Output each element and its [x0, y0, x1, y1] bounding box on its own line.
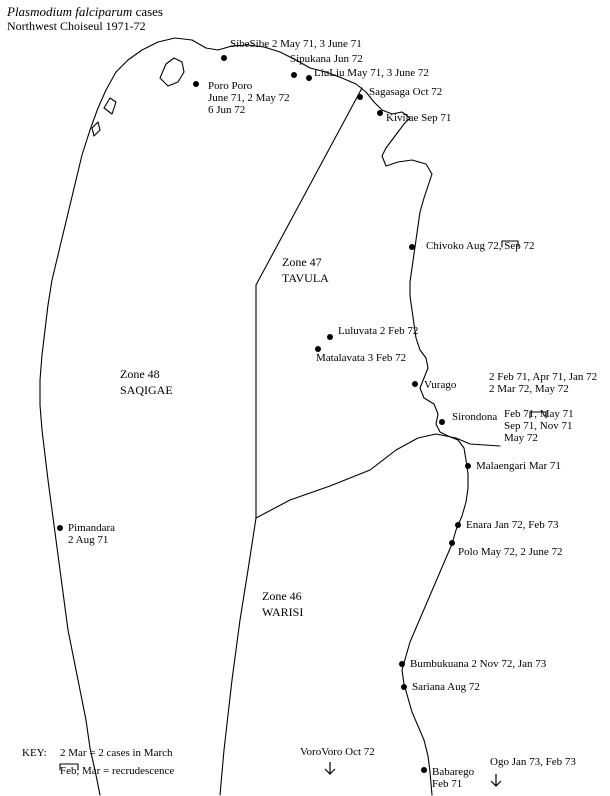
dot-bumbukuana — [399, 661, 405, 667]
dot-liuliu — [306, 75, 312, 81]
bracket-chivoko — [501, 240, 519, 248]
label-vurago-dates: 2 Feb 71, Apr 71, Jan 72 2 Mar 72, May 7… — [489, 371, 598, 395]
label-vorovoro: VoroVoro Oct 72 — [300, 746, 375, 758]
dot-enara — [455, 522, 461, 528]
dot-pimandara — [57, 525, 63, 531]
label-sariana: Sariana Aug 72 — [412, 681, 480, 693]
bracket-key — [59, 763, 79, 771]
dot-sagasaga — [357, 94, 363, 100]
label-liuliu: LiuLiu May 71, 3 June 72 — [314, 67, 429, 79]
village-dots — [57, 55, 471, 773]
label-enara: Enara Jan 72, Feb 73 — [466, 519, 559, 531]
label-sirondona-dates: Feb 71, May 71 Sep 71, Nov 71 May 72 — [504, 408, 574, 444]
dot-chivoko — [409, 244, 415, 250]
boundary-west-east — [255, 433, 501, 519]
dot-sariana — [401, 684, 407, 690]
arrows — [324, 762, 502, 787]
label-chivoko: Chivoko Aug 72, Sep 72 — [426, 240, 535, 252]
map-title: Plasmodium falciparum cases — [7, 4, 163, 19]
dot-vurago — [412, 381, 418, 387]
label-ogo: Ogo Jan 73, Feb 73 — [490, 756, 576, 768]
label-kivilae: Kivilae Sep 71 — [386, 112, 452, 124]
dot-sirondona — [439, 419, 445, 425]
bracket-sirondona — [529, 411, 547, 419]
dot-sibesibe — [221, 55, 227, 61]
dot-babarego — [421, 767, 427, 773]
map-subtitle: Northwest Choiseul 1971-72 — [7, 19, 146, 33]
label-poroporo: Poro Poro June 71, 2 May 72 6 Jun 72 — [208, 80, 290, 116]
boundary-46-48 — [219, 517, 257, 796]
island-west-2 — [91, 121, 101, 137]
label-sipukana: Sipukana Jun 72 — [290, 53, 363, 65]
key-line-2: Feb, Mar = recrudescence — [60, 765, 175, 777]
boundary-47-north — [255, 87, 363, 286]
label-matalavata: Matalavata 3 Feb 72 — [316, 352, 407, 364]
zone-48-label: Zone 48 SAQIGAE — [120, 367, 173, 397]
dot-polo — [449, 540, 455, 546]
zone-47-label: Zone 47 TAVULA — [282, 255, 329, 285]
label-sibesibe: SibeSibe 2 May 71, 3 June 71 — [230, 38, 362, 50]
dot-sipukana — [291, 72, 297, 78]
dot-kivilae — [377, 110, 383, 116]
key-line-1: 2 Mar = 2 cases in March — [60, 747, 173, 759]
label-sagasaga: Sagasaga Oct 72 — [369, 86, 443, 98]
dot-luluvata — [327, 334, 333, 340]
island-north — [159, 57, 185, 87]
dot-poroporo — [193, 81, 199, 87]
label-sirondona-name: Sirondona — [452, 411, 498, 423]
label-polo: Polo May 72, 2 June 72 — [458, 546, 563, 558]
dot-malaengari — [465, 463, 471, 469]
label-pimandara: Pimandara 2 Aug 71 — [68, 522, 116, 546]
label-babarego: Babarego Feb 71 — [432, 766, 475, 790]
label-malaengari: Malaengari Mar 71 — [476, 460, 561, 472]
dot-matalavata — [315, 346, 321, 352]
zone-46-label: Zone 46 WARISI — [262, 589, 304, 619]
key-label: KEY: — [22, 747, 47, 759]
island-west-1 — [103, 97, 117, 115]
label-vurago-name: Vurago — [424, 379, 457, 391]
label-bumbukuana: Bumbukuana 2 Nov 72, Jan 73 — [410, 658, 547, 670]
west-coastline — [39, 37, 469, 796]
label-luluvata: Luluvata 2 Feb 72 — [338, 325, 419, 337]
